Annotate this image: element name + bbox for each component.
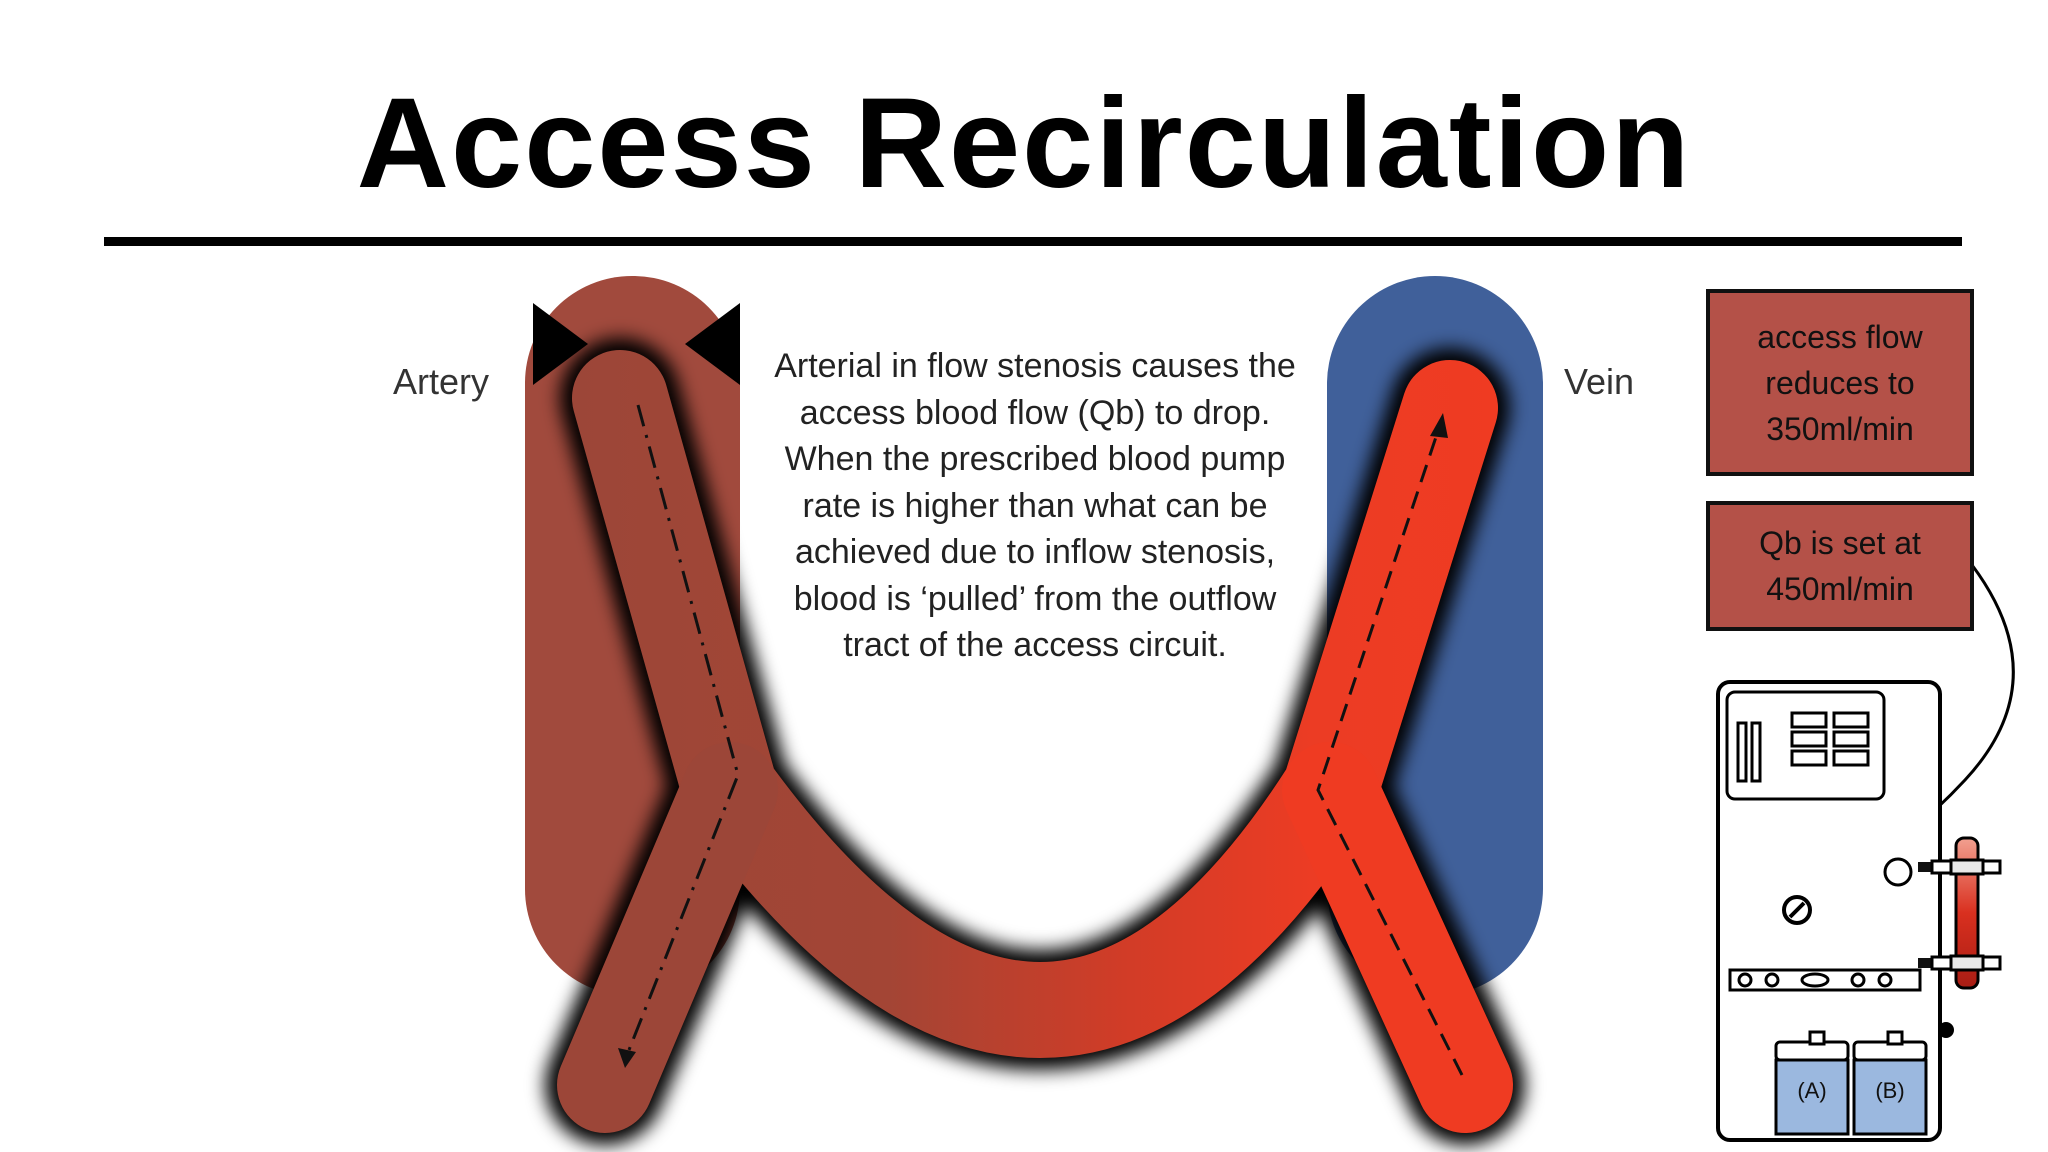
concentrate-jug-b — [1852, 1030, 1928, 1136]
artery-label: Artery — [393, 361, 490, 402]
stenosis-marker-left — [533, 303, 588, 385]
jug-a-label: (A) — [1797, 1078, 1826, 1103]
vein-label: Vein — [1564, 361, 1635, 402]
dialyzer — [1918, 836, 2002, 990]
indicator-light — [1883, 857, 1913, 887]
qb-setting-box: Qb is set at 450ml/min — [1706, 501, 1974, 631]
concentrate-jug-a — [1774, 1030, 1850, 1136]
access-flow-box: access flow reduces to 350ml/min — [1706, 289, 1974, 476]
dialysis-machine: (A) (B) — [1716, 680, 2002, 1142]
venous-arrowhead — [1430, 413, 1448, 438]
stenosis-marker-right — [685, 303, 740, 385]
explanation-text: Arterial in flow stenosis causes the acc… — [774, 347, 1296, 664]
title-divider — [104, 237, 1962, 246]
jug-b-label: (B) — [1875, 1078, 1904, 1103]
venous-flow-arrow — [1316, 424, 1464, 1076]
slide-title: Access Recirculation — [356, 72, 1692, 215]
